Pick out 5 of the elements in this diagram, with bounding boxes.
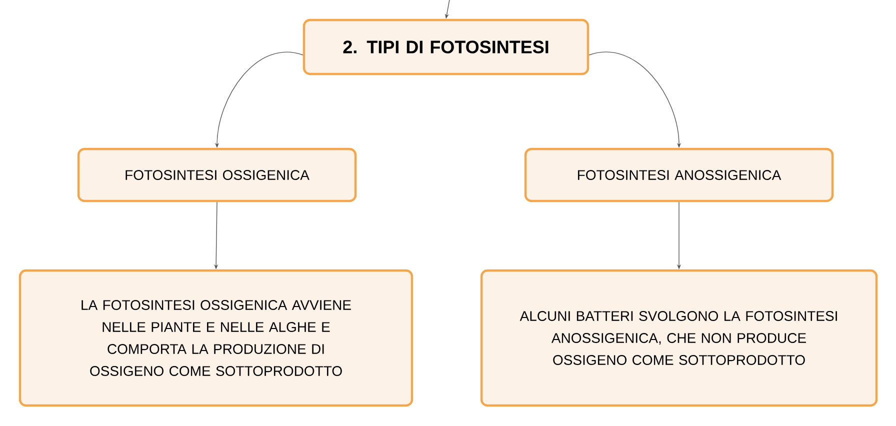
title-box: 2. TIPI DI FOTOSINTESI [302, 18, 590, 76]
topic-box: FOTOSINTESI OSSIGENICA [77, 148, 357, 202]
description-box: ALCUNI BATTERI SVOLGONO LA FOTOSINTESI ANOSSIGENICA, CHE NON PRODUCE OSSIGENO COME SOTTOPRODOTTO [480, 269, 878, 407]
topic-box: FOTOSINTESI ANOSSIGENICA [524, 148, 834, 202]
description-box: LA FOTOSINTESI OSSIGENICA AVVIENE NELLE PIANTE E NELLE ALGHE E COMPORTA LA PRODUZIONE DI OSSIGENO COME SOTTOPRODOTTO [18, 269, 414, 407]
